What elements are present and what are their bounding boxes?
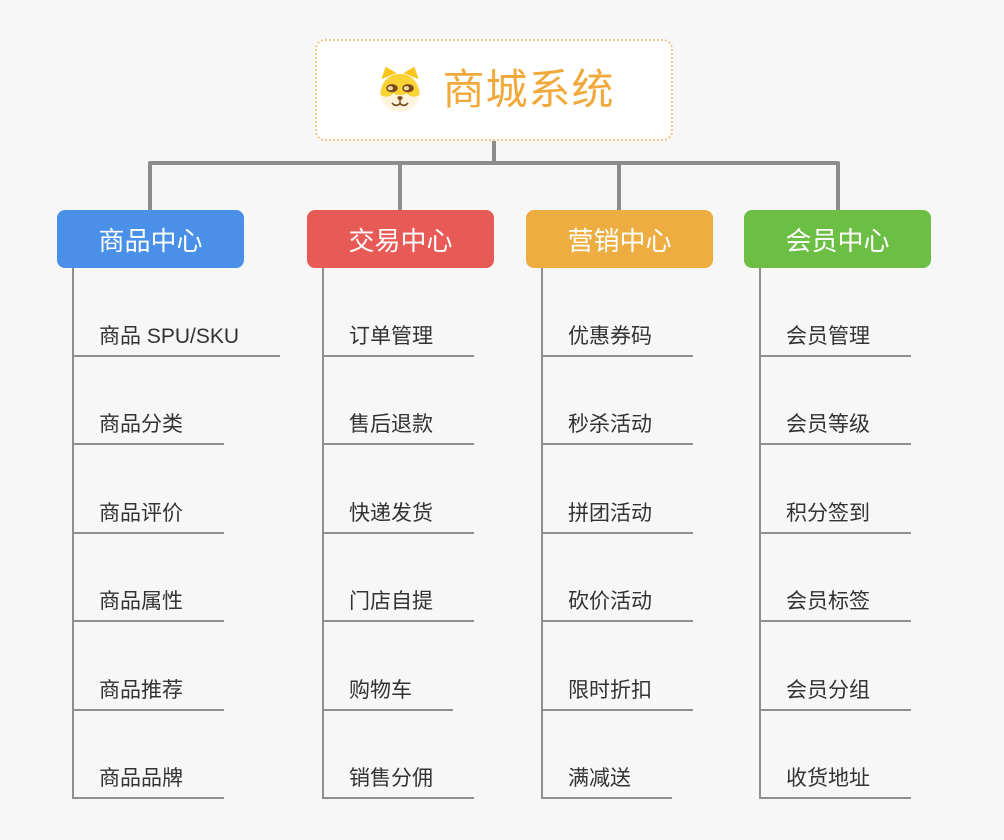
branch-marketing: 营销中心 优惠券码 秒杀活动 拼团活动 砍价活动 限时折扣 满减送 — [526, 210, 776, 810]
leaf-node[interactable]: 积分签到 — [759, 503, 911, 534]
leaf-node[interactable]: 限时折扣 — [541, 680, 693, 711]
branch-node-member-center[interactable]: 会员中心 — [744, 210, 931, 268]
leaf-node[interactable]: 商品评价 — [72, 503, 224, 534]
connector-drop-marketing — [617, 163, 621, 210]
leaf-node[interactable]: 商品 SPU/SKU — [72, 326, 281, 357]
leaf-node[interactable]: 快递发货 — [322, 503, 474, 534]
leaf-node[interactable]: 购物车 — [322, 680, 453, 711]
branch-node-product-center[interactable]: 商品中心 — [57, 210, 244, 268]
branch-members: 会员中心 会员管理 会员等级 积分签到 会员标签 会员分组 收货地址 — [744, 210, 994, 810]
root-node-label: 商城系统 — [442, 66, 615, 113]
leaf-node[interactable]: 满减送 — [541, 768, 672, 799]
leaf-node[interactable]: 会员管理 — [759, 326, 911, 357]
leaf-node[interactable]: 销售分佣 — [322, 768, 474, 799]
shiba-dog-icon — [380, 66, 421, 112]
leaf-node[interactable]: 收货地址 — [759, 768, 911, 799]
connector-drop-trade — [398, 163, 402, 210]
leaf-node[interactable]: 订单管理 — [322, 326, 474, 357]
leaf-node[interactable]: 商品推荐 — [72, 680, 224, 711]
leaf-node[interactable]: 会员等级 — [759, 414, 911, 445]
connector-drop-members — [836, 163, 840, 210]
leaf-node[interactable]: 优惠券码 — [541, 326, 693, 357]
leaf-node[interactable]: 商品品牌 — [72, 768, 224, 799]
branch-products: 商品中心 商品 SPU/SKU 商品分类 商品评价 商品属性 商品推荐 商品品牌 — [57, 210, 307, 810]
branch-trade: 交易中心 订单管理 售后退款 快递发货 门店自提 购物车 销售分佣 — [307, 210, 557, 810]
root-node-mall-system[interactable]: 商城系统 — [315, 39, 673, 141]
leaf-node[interactable]: 拼团活动 — [541, 503, 693, 534]
branch-node-marketing-center[interactable]: 营销中心 — [526, 210, 713, 268]
branch-node-trade-center[interactable]: 交易中心 — [307, 210, 494, 268]
leaf-node[interactable]: 售后退款 — [322, 414, 474, 445]
connector-trunk — [148, 161, 840, 165]
connector-root-drop — [492, 139, 496, 163]
leaf-node[interactable]: 秒杀活动 — [541, 414, 693, 445]
leaf-node[interactable]: 商品分类 — [72, 414, 224, 445]
leaf-node[interactable]: 商品属性 — [72, 591, 224, 622]
connector-drop-products — [148, 163, 152, 210]
leaf-node[interactable]: 会员标签 — [759, 591, 911, 622]
leaf-node[interactable]: 门店自提 — [322, 591, 474, 622]
leaf-node[interactable]: 会员分组 — [759, 680, 911, 711]
leaf-node[interactable]: 砍价活动 — [541, 591, 693, 622]
